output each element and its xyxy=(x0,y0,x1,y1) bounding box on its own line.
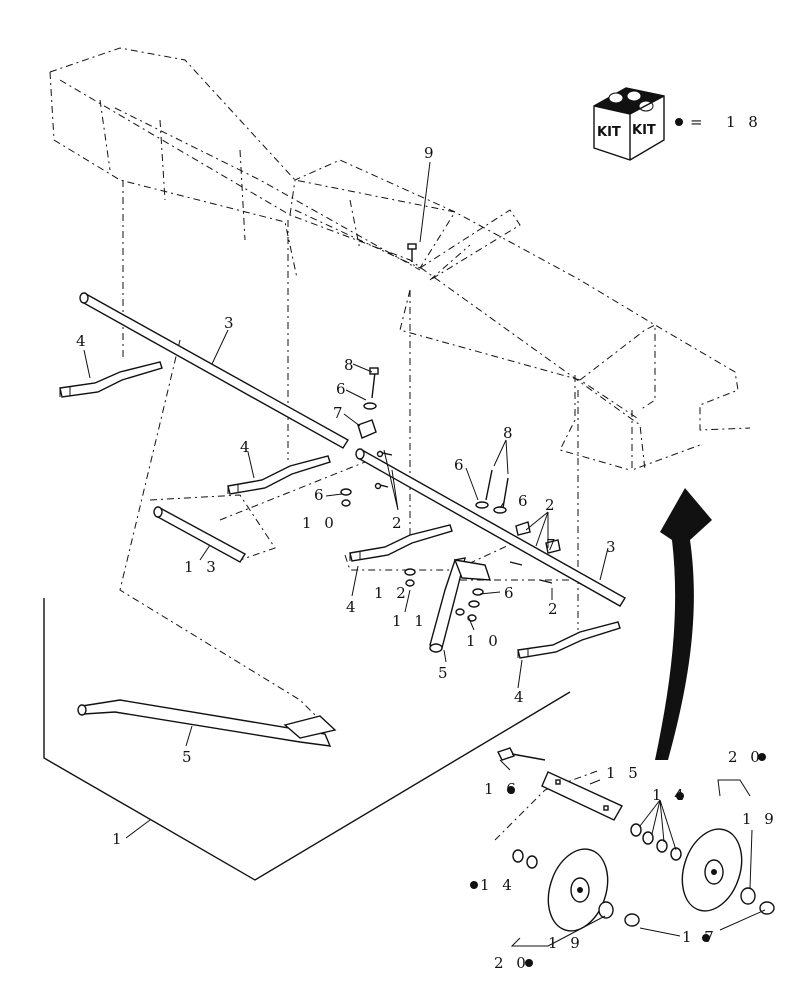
callout-13: 1 3 xyxy=(184,558,220,576)
callout-15: 1 5 xyxy=(606,764,642,782)
bracket-1 xyxy=(59,361,163,398)
kit-marker-dots xyxy=(470,753,766,967)
callout-6-b: 6 xyxy=(454,456,468,474)
callout-4-b: 4 xyxy=(240,438,254,456)
callout-6-c: 6 xyxy=(314,486,328,504)
callout-17: 1 7 xyxy=(682,928,718,946)
leader-lines xyxy=(83,161,766,947)
callouts: 9 3 4 8 6 7 4 8 6 6 6 2 2 1 0 7 1 3 3 1 … xyxy=(76,144,778,972)
callout-8-b: 8 xyxy=(503,424,517,442)
callout-9: 9 xyxy=(424,144,438,162)
callout-2-a: 2 xyxy=(545,496,559,514)
bracket-3 xyxy=(349,524,453,562)
callout-20-b: 2 0 xyxy=(494,954,530,972)
kit-legend-number: 1 8 xyxy=(726,113,762,131)
callout-20-a: 2 0 xyxy=(728,748,764,766)
arm-lower xyxy=(77,699,337,747)
callout-19-a: 1 9 xyxy=(742,810,778,828)
curved-arrow xyxy=(655,488,712,760)
callout-3-lower: 3 xyxy=(606,538,620,556)
callout-6-d: 6 xyxy=(518,492,532,510)
callout-7-a: 7 xyxy=(333,404,347,422)
callout-4-d: 4 xyxy=(514,688,528,706)
callout-5-a: 5 xyxy=(438,664,452,682)
callout-10-a: 1 0 xyxy=(302,514,338,532)
callout-19-b: 1 9 xyxy=(548,934,584,952)
bar-long-lower xyxy=(355,448,626,607)
hardware-cluster xyxy=(340,243,561,622)
disc-assembly xyxy=(497,747,775,932)
callout-10-b: 1 0 xyxy=(466,632,502,650)
callout-2-b: 2 xyxy=(392,514,406,532)
callout-12: 1 2 xyxy=(374,584,410,602)
kit-legend-dot xyxy=(675,118,683,126)
callout-14-a: 1 4 xyxy=(652,786,688,804)
arm-upper xyxy=(429,557,491,653)
callout-4-c: 4 xyxy=(346,598,360,616)
callout-8-a: 8 xyxy=(344,356,358,374)
callout-4-a: 4 xyxy=(76,332,90,350)
callout-1: 1 xyxy=(112,830,126,848)
kit-label-right: KIT xyxy=(632,123,656,138)
callout-16: 1 6 xyxy=(484,780,520,798)
callout-11: 1 1 xyxy=(392,612,428,630)
callout-6-e: 6 xyxy=(504,584,518,602)
bar-short xyxy=(153,506,246,563)
assembly-outline xyxy=(43,598,571,881)
kit-legend-equals: = xyxy=(690,113,707,131)
callout-14-b: 1 4 xyxy=(480,876,516,894)
kit-box-icon: KIT KIT xyxy=(593,87,665,161)
callout-2-c: 2 xyxy=(548,600,562,618)
callout-7-b: 7 xyxy=(546,536,560,554)
callout-3-upper: 3 xyxy=(224,314,238,332)
bracket-4 xyxy=(517,621,621,659)
callout-5-b: 5 xyxy=(182,748,196,766)
phantom-drop-lines xyxy=(119,180,601,841)
bar-long-upper xyxy=(79,292,349,449)
hopper-outline xyxy=(49,47,751,471)
kit-label-left: KIT xyxy=(597,125,621,140)
callout-6-a: 6 xyxy=(336,380,350,398)
bracket-2 xyxy=(227,455,331,495)
